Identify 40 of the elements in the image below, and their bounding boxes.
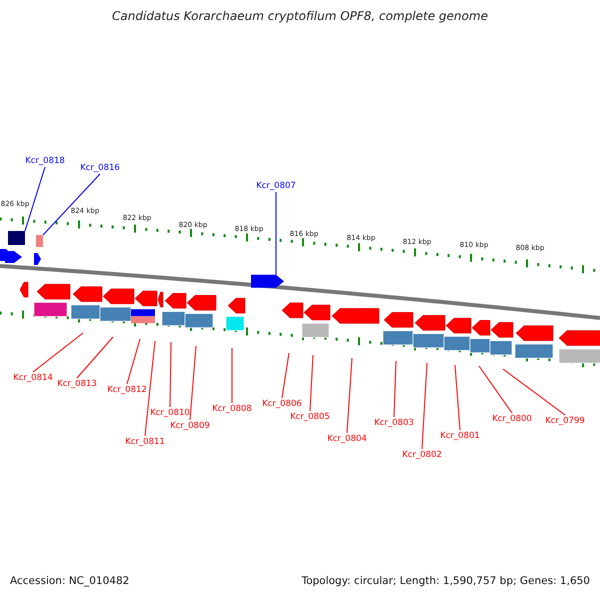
gene-label: Kcr_0816 — [80, 163, 120, 173]
leader-line — [42, 174, 100, 236]
leader-line — [394, 360, 396, 418]
gene-label: Kcr_0811 — [125, 437, 165, 447]
leader-line — [346, 358, 352, 434]
leader-line — [76, 336, 114, 378]
leader-line — [478, 366, 512, 414]
gene-label: Kcr_0800 — [492, 414, 532, 424]
gene-label: Kcr_0804 — [327, 434, 367, 444]
leader-line — [282, 352, 290, 398]
gene-label: Kcr_0812 — [107, 385, 147, 395]
gene-label: Kcr_0809 — [170, 421, 210, 431]
gene-label: Kcr_0808 — [212, 404, 252, 414]
gene-box — [8, 231, 25, 245]
gene-label: Kcr_0807 — [256, 181, 296, 191]
gene-label: Kcr_0805 — [290, 412, 330, 422]
gene-label: Kcr_0803 — [374, 418, 414, 428]
leader-line — [454, 364, 460, 430]
gene-label: Kcr_0799 — [545, 416, 585, 426]
leader-line — [502, 368, 566, 416]
leader-line — [170, 342, 172, 408]
gene-box — [36, 235, 43, 247]
gene-label: Kcr_0810 — [150, 408, 190, 418]
leader-line — [24, 166, 46, 232]
leader-line — [310, 354, 314, 412]
gene-label: Kcr_0802 — [402, 450, 442, 460]
leader-line — [144, 340, 156, 436]
map-title: Candidatus Korarchaeum cryptofilum OPF8, complete genome — [111, 9, 489, 23]
gene-label: Kcr_0801 — [440, 431, 480, 441]
gene-label: Kcr_0818 — [25, 156, 65, 166]
gene-label: Kcr_0813 — [57, 379, 97, 389]
gene-label: Kcr_0814 — [13, 373, 53, 383]
genome-info: Topology: circular; Length: 1,590,757 bp; Genes: 1,650 — [302, 575, 590, 588]
genome-info: Accession: NC_010482 — [10, 575, 130, 588]
gene-label: Kcr_0806 — [262, 399, 302, 409]
leader-line — [126, 338, 140, 384]
gene-feature — [251, 274, 284, 288]
leader-line — [32, 332, 84, 372]
leader-line — [422, 362, 428, 450]
leader-line — [190, 346, 196, 420]
